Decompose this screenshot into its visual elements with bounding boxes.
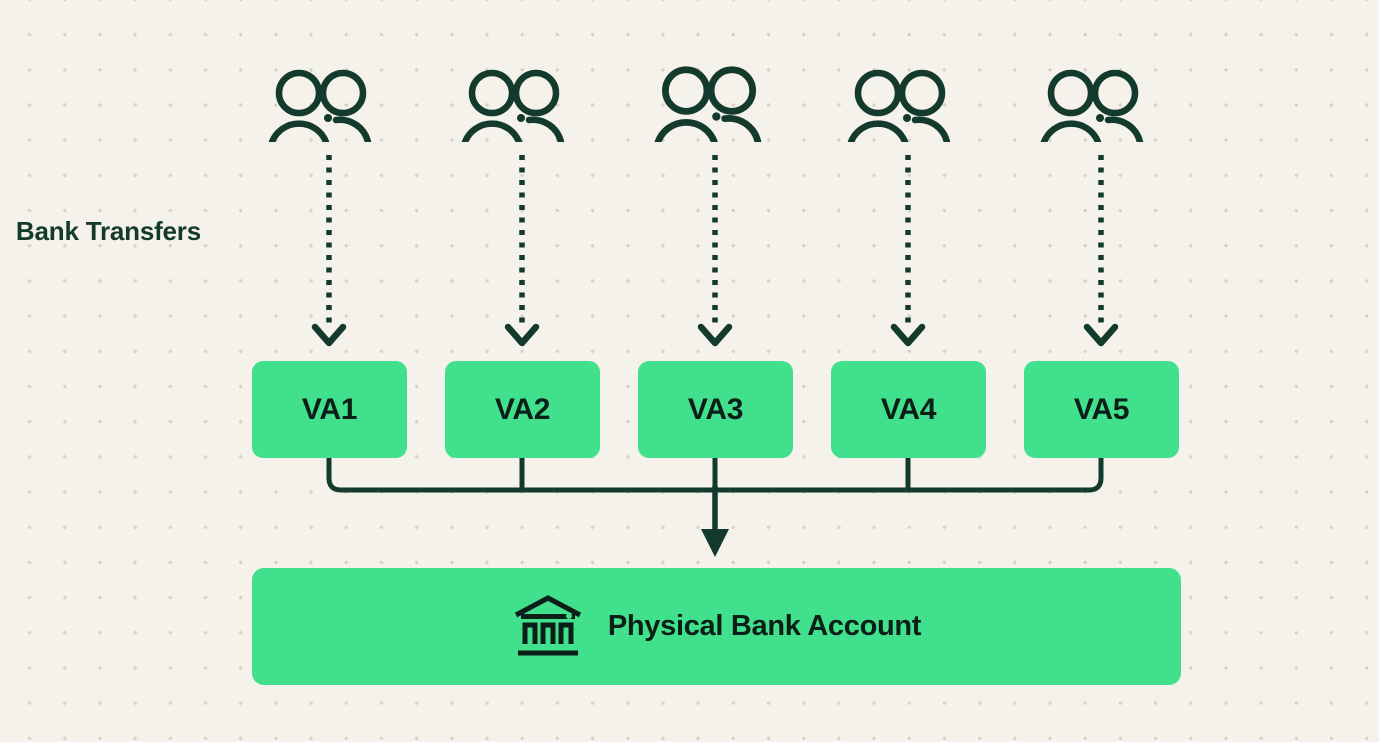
virtual-account-label: VA1	[301, 392, 358, 426]
aggregation-bus	[326, 458, 1104, 493]
virtual-account-box[interactable]: VA5	[1024, 361, 1179, 458]
people-icon	[654, 66, 762, 142]
bank-icon	[514, 594, 582, 655]
physical-bank-account-card[interactable]: Physical Bank Account	[252, 568, 1181, 685]
virtual-account-box[interactable]: VA1	[252, 361, 407, 458]
bank-transfers-label: Bank Transfers	[15, 216, 201, 246]
people-icon	[268, 69, 372, 142]
transfer-arrow-4	[890, 155, 926, 347]
transfer-arrow-5	[1083, 155, 1119, 347]
physical-bank-account-label: Physical Bank Account	[607, 610, 922, 642]
virtual-account-label: VA5	[1073, 392, 1130, 426]
virtual-account-label: VA3	[687, 392, 744, 426]
people-icon	[847, 69, 951, 142]
virtual-account-box[interactable]: VA4	[831, 361, 986, 458]
people-icon	[461, 69, 565, 142]
virtual-account-label: VA2	[494, 392, 551, 426]
bank-account-arrow	[701, 486, 729, 557]
virtual-account-box[interactable]: VA3	[638, 361, 793, 458]
transfer-arrow-3	[697, 155, 733, 347]
transfer-arrow-1	[311, 155, 347, 347]
transfer-arrow-2	[504, 155, 540, 347]
people-icon	[1040, 69, 1144, 142]
virtual-account-label: VA4	[880, 392, 937, 426]
virtual-account-box[interactable]: VA2	[445, 361, 600, 458]
